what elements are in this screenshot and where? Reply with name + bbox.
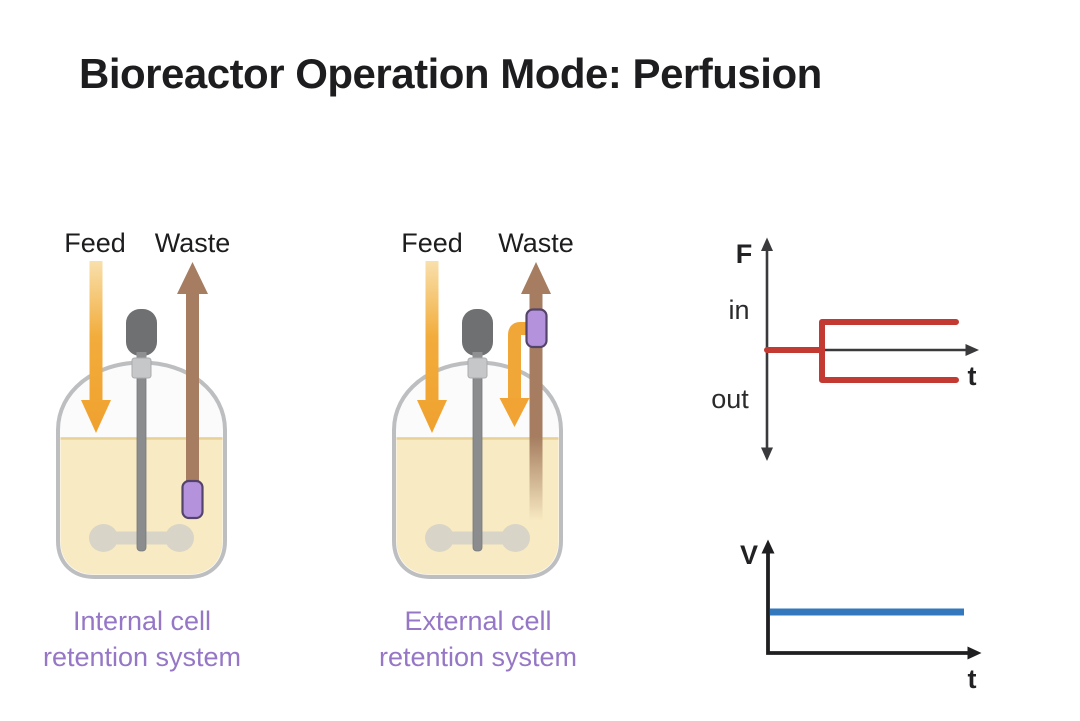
page-title: Bioreactor Operation Mode: Perfusion: [79, 50, 822, 97]
feed-label: Feed: [401, 228, 463, 258]
reactor-external: Feed Waste External cell retention syste…: [379, 228, 577, 672]
flow-step-lines: [764, 319, 959, 383]
external-retention-filter: [525, 308, 548, 349]
feed-label: Feed: [64, 228, 126, 258]
flow-y-axis-label: F: [736, 239, 753, 269]
flow-in-tick-label: in: [728, 295, 749, 325]
caption-line1: Internal cell: [73, 606, 211, 636]
bioreactor-vessel: [56, 307, 227, 579]
internal-retention-filter: [181, 479, 204, 520]
waste-label: Waste: [155, 228, 231, 258]
feed-arrow: [417, 261, 447, 433]
flow-x-axis-label: t: [968, 361, 977, 391]
waste-arrow: [177, 262, 208, 482]
volume-x-axis-label: t: [968, 664, 977, 694]
feed-arrow: [81, 261, 111, 433]
axis-arrow-right-icon: [967, 646, 982, 660]
waste-label: Waste: [498, 228, 574, 258]
caption-line2: retention system: [43, 642, 241, 672]
axis-arrow-right-icon: [965, 344, 979, 356]
caption-line1: External cell: [404, 606, 551, 636]
axis-arrow-up-icon: [761, 539, 775, 554]
recirculation-arrow: [499, 322, 530, 427]
volume-y-axis-label: V: [740, 540, 758, 570]
flow-out-tick-label: out: [711, 384, 749, 414]
axis-arrow-up-icon: [761, 237, 773, 251]
axis-arrow-down-icon: [761, 447, 773, 461]
reactor-internal: Feed Waste Internal cell retention syste…: [43, 228, 241, 672]
flow-rate-chart: F in out t: [711, 237, 979, 461]
volume-axes: [766, 551, 968, 655]
caption-line2: retention system: [379, 642, 577, 672]
volume-chart: V t: [740, 539, 982, 694]
